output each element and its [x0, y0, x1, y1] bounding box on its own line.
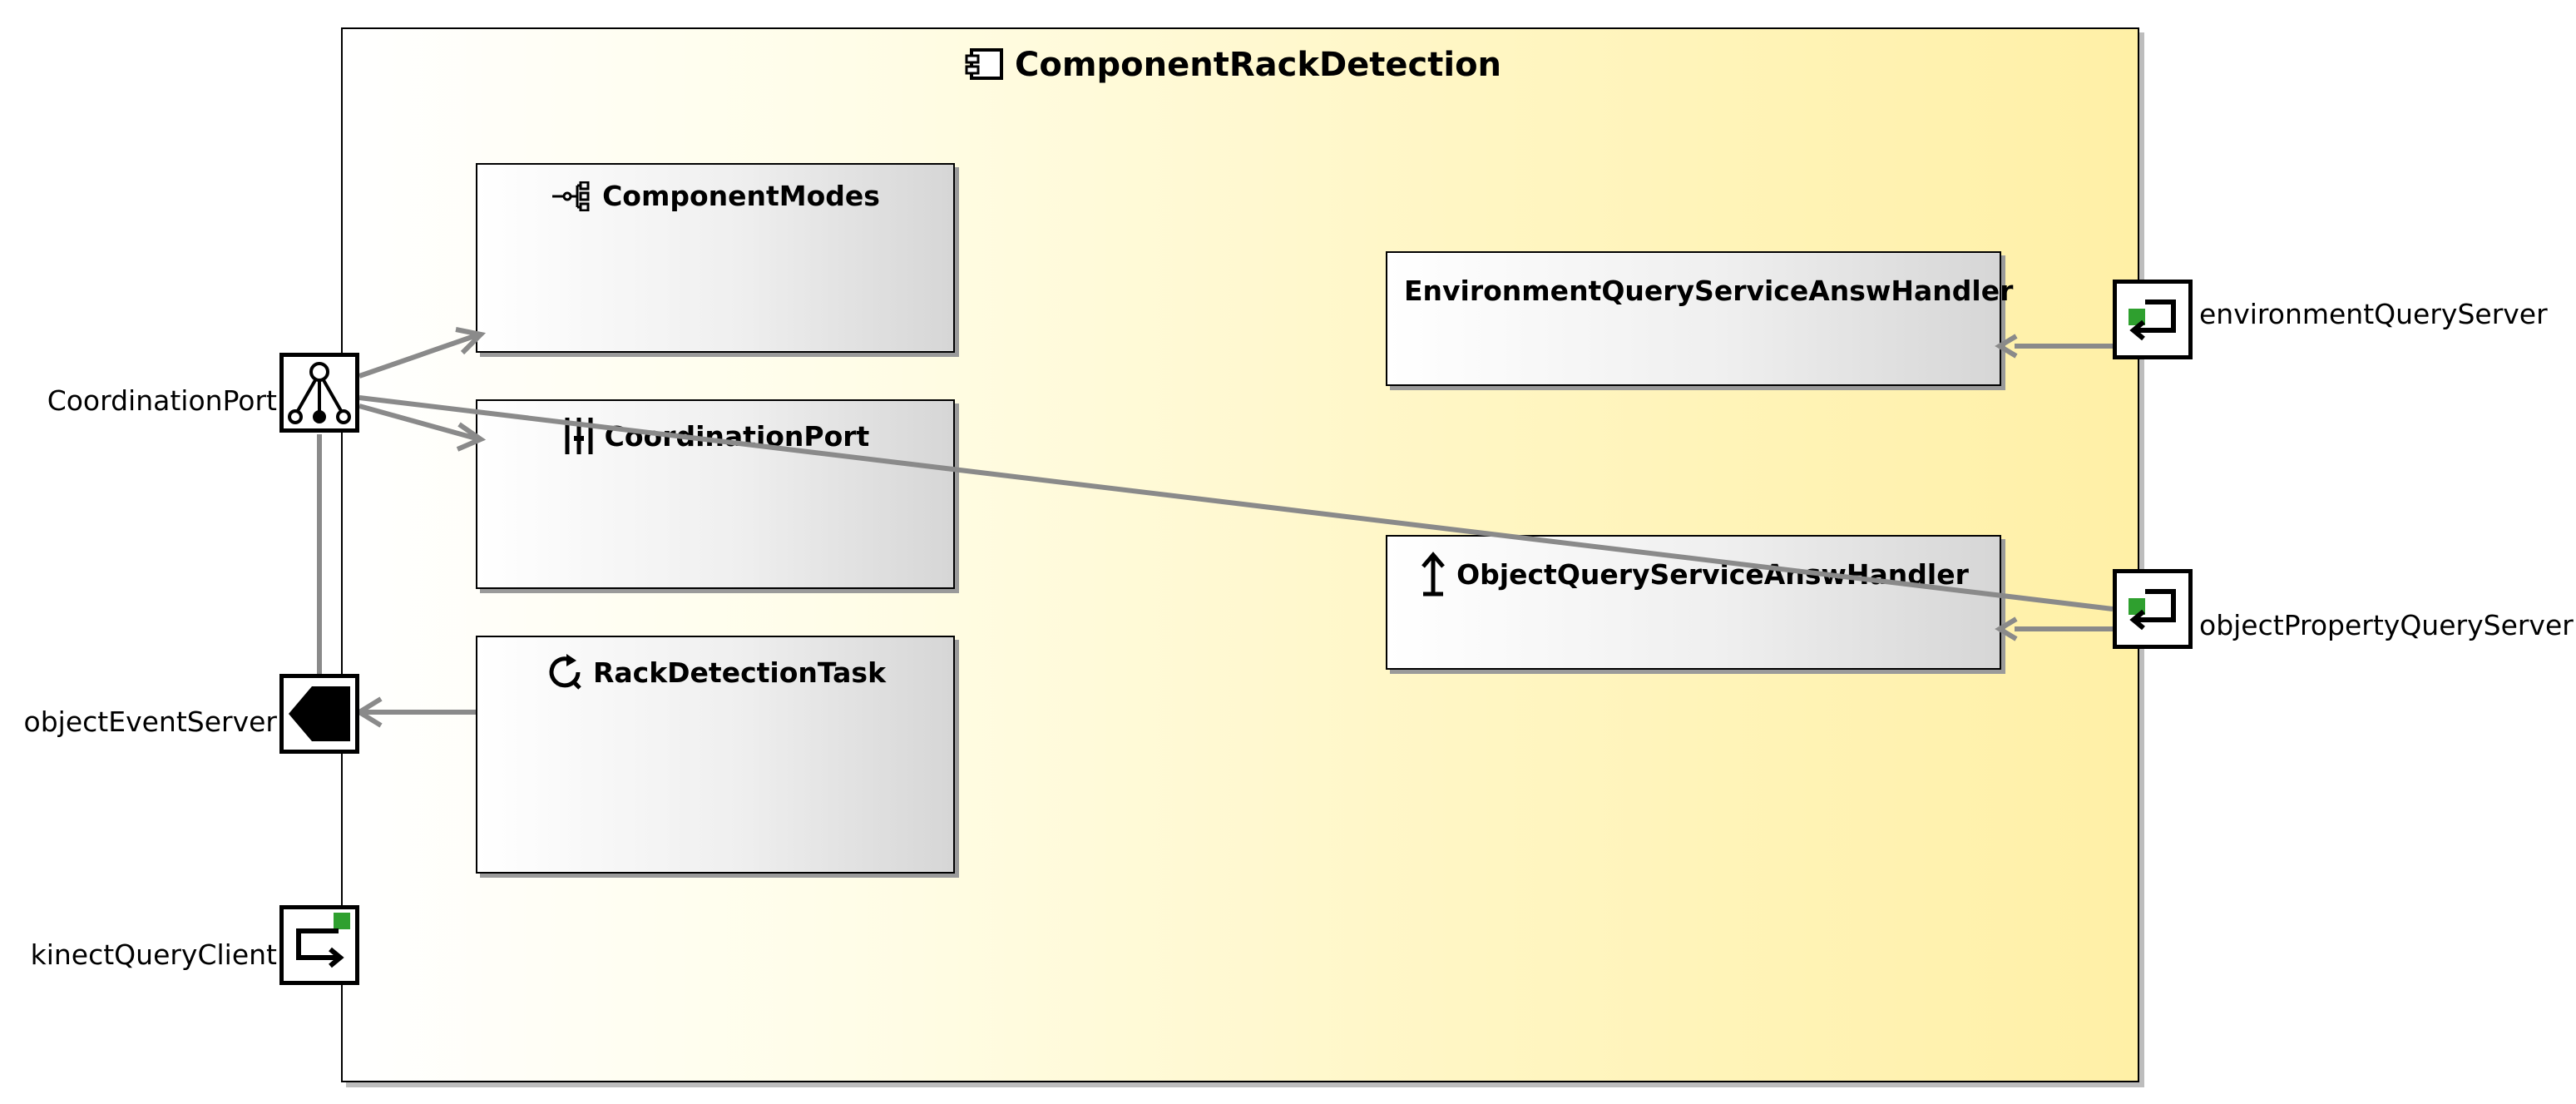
modes-tree-icon [552, 181, 590, 211]
coordination-port-box-title: CoordinationPort [477, 416, 953, 456]
object-handler-title: ObjectQueryServiceAnswHandler [1387, 552, 2000, 597]
object-handler-label: ObjectQueryServiceAnswHandler [1456, 557, 1969, 591]
component-icon [965, 48, 1003, 80]
component-modes-box[interactable]: ComponentModes [476, 163, 955, 353]
handler-up-arrow-icon [1421, 552, 1446, 597]
event-server-icon [289, 686, 350, 741]
task-loop-icon [549, 654, 581, 690]
object-property-query-server-label: objectPropertyQueryServer [2199, 609, 2574, 641]
parameter-sliders-icon [565, 418, 593, 454]
object-event-server-label: objectEventServer [23, 705, 277, 738]
coordination-port-box[interactable]: CoordinationPort [476, 399, 955, 589]
environment-query-server-label: environmentQueryServer [2199, 298, 2548, 330]
component-modes-label: ComponentModes [602, 180, 880, 212]
rack-detection-task-box[interactable]: RackDetectionTask [476, 636, 955, 874]
component-modes-title: ComponentModes [477, 180, 953, 212]
coordination-port[interactable] [279, 353, 359, 433]
query-server-icon [2129, 300, 2176, 341]
kinect-query-client-port[interactable] [279, 905, 359, 985]
coordination-port-icon [288, 362, 351, 424]
query-client-icon [296, 913, 350, 968]
coordination-port-label: CoordinationPort [47, 384, 277, 417]
environment-handler-label: EnvironmentQueryServiceAnswHandler [1404, 274, 2014, 307]
rack-detection-task-title: RackDetectionTask [477, 652, 953, 692]
object-event-server-port[interactable] [279, 674, 359, 754]
object-property-query-server-port[interactable] [2113, 569, 2193, 649]
environment-handler-title: EnvironmentQueryServiceAnswHandler [1387, 268, 2013, 313]
rack-detection-task-label: RackDetectionTask [592, 656, 887, 689]
coordination-port-box-label: CoordinationPort [604, 419, 870, 453]
component-title-text: ComponentRackDetection [1015, 46, 1502, 84]
component-title: ComponentRackDetection [965, 40, 1501, 90]
environment-handler-box[interactable]: EnvironmentQueryServiceAnswHandler [1386, 251, 2013, 386]
object-handler-box[interactable]: ObjectQueryServiceAnswHandler [1386, 535, 2001, 670]
query-server-icon [2129, 589, 2176, 631]
environment-query-server-port[interactable] [2113, 280, 2193, 359]
kinect-query-client-label: kinectQueryClient [30, 938, 277, 971]
